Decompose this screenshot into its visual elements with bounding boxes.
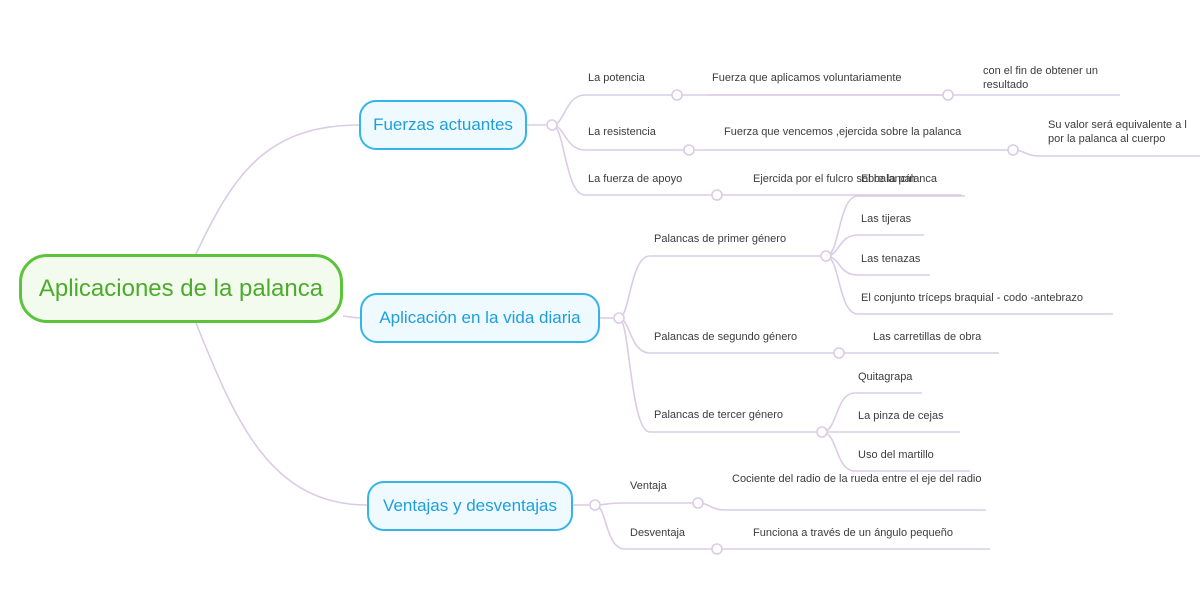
- connector-fuerzas-potencia: [551, 94, 586, 126]
- subtopic-tenazas[interactable]: Las tenazas: [861, 253, 921, 265]
- subtopic-balancin[interactable]: El balancín: [861, 173, 916, 185]
- subtopic-tercer-genero[interactable]: Palancas de tercer género: [654, 409, 784, 421]
- subtopic-ventaja[interactable]: Ventaja: [630, 480, 667, 492]
- subtopic-cociente-radio[interactable]: Cociente del radio de la rueda entre el …: [732, 473, 982, 485]
- subtopic-fuerza-vencemos[interactable]: Fuerza que vencemos ,ejercida sobre la p…: [724, 126, 962, 138]
- subtopic-la-potencia[interactable]: La potencia: [588, 72, 645, 84]
- collapse-knob-ventajas[interactable]: [589, 499, 601, 511]
- collapse-knob-resistencia[interactable]: [683, 144, 695, 156]
- subtopic-angulo-pequeno[interactable]: Funciona a través de un ángulo pequeño: [753, 527, 953, 539]
- subtopic-primer-genero[interactable]: Palancas de primer género: [654, 233, 787, 245]
- subtopic-segundo-genero[interactable]: Palancas de segundo género: [654, 331, 798, 343]
- collapse-knob-aplicacion[interactable]: [613, 312, 625, 324]
- subtopic-carretillas[interactable]: Las carretillas de obra: [873, 331, 982, 343]
- connector-ventaja-detail: [697, 502, 986, 511]
- subtopic-valor-equivalente[interactable]: Su valor será equivalente a l por la pal…: [1048, 119, 1187, 145]
- topic-label: Aplicación en la vida diaria: [379, 308, 581, 327]
- connector-aplicacion-segundo: [618, 317, 651, 354]
- collapse-knob-segundo[interactable]: [833, 347, 845, 359]
- connector-resistencia-detail: [1012, 149, 1200, 157]
- subtopic-uso-martillo[interactable]: Uso del martillo: [858, 449, 934, 461]
- subtopic-triceps[interactable]: El conjunto tríceps braquial - codo -ant…: [861, 292, 1083, 304]
- collapse-knob-ventaja[interactable]: [692, 497, 704, 509]
- subtopic-fuerza-apoyo[interactable]: La fuerza de apoyo: [588, 173, 683, 185]
- root-topic-label: Aplicaciones de la palanca: [38, 274, 324, 302]
- subtopic-ejercida-fulcro[interactable]: Ejercida por el fulcro sobre la palanca: [753, 173, 938, 185]
- connector-aplicacion-primer: [618, 255, 651, 319]
- subtopic-fin-resultado[interactable]: con el fin de obtener un resultado: [983, 65, 1098, 91]
- topic-ventajas-desventajas[interactable]: Ventajas y desventajas: [367, 481, 573, 531]
- collapse-knob-fuerza-vencemos[interactable]: [1007, 144, 1019, 156]
- collapse-knob-fuerza-aplicamos[interactable]: [942, 89, 954, 101]
- connector-aplicacion-tercer: [618, 317, 651, 433]
- connector-root-ventajas: [195, 322, 368, 506]
- collapse-knob-desventaja[interactable]: [711, 543, 723, 555]
- topic-fuerzas-actuantes[interactable]: Fuerzas actuantes: [359, 100, 527, 150]
- connector-root-aplicacion: [342, 315, 362, 319]
- collapse-knob-tercer[interactable]: [816, 426, 828, 438]
- collapse-knob-potencia[interactable]: [671, 89, 683, 101]
- connector-primer-balancin: [825, 195, 965, 257]
- topic-label: Fuerzas actuantes: [373, 115, 513, 134]
- collapse-knob-fuerzas[interactable]: [546, 119, 558, 131]
- collapse-knob-primer[interactable]: [820, 250, 832, 262]
- topic-label: Ventajas y desventajas: [383, 496, 557, 515]
- topic-aplicacion-vida-diaria[interactable]: Aplicación en la vida diaria: [360, 293, 600, 343]
- subtopic-quitagrapa[interactable]: Quitagrapa: [858, 371, 913, 383]
- subtopic-la-resistencia[interactable]: La resistencia: [588, 126, 656, 138]
- subtopic-fuerza-aplicamos[interactable]: Fuerza que aplicamos voluntariamente: [712, 72, 902, 84]
- connector-root-fuerzas: [195, 124, 361, 255]
- connector-ventajas-desventaja: [594, 504, 626, 550]
- collapse-knob-apoyo[interactable]: [711, 189, 723, 201]
- subtopic-tijeras[interactable]: Las tijeras: [861, 213, 912, 225]
- subtopic-pinza-cejas[interactable]: La pinza de cejas: [858, 410, 944, 422]
- connector-fuerzas-apoyo: [551, 124, 586, 196]
- subtopic-desventaja[interactable]: Desventaja: [630, 527, 686, 539]
- root-topic[interactable]: Aplicaciones de la palanca: [19, 254, 343, 323]
